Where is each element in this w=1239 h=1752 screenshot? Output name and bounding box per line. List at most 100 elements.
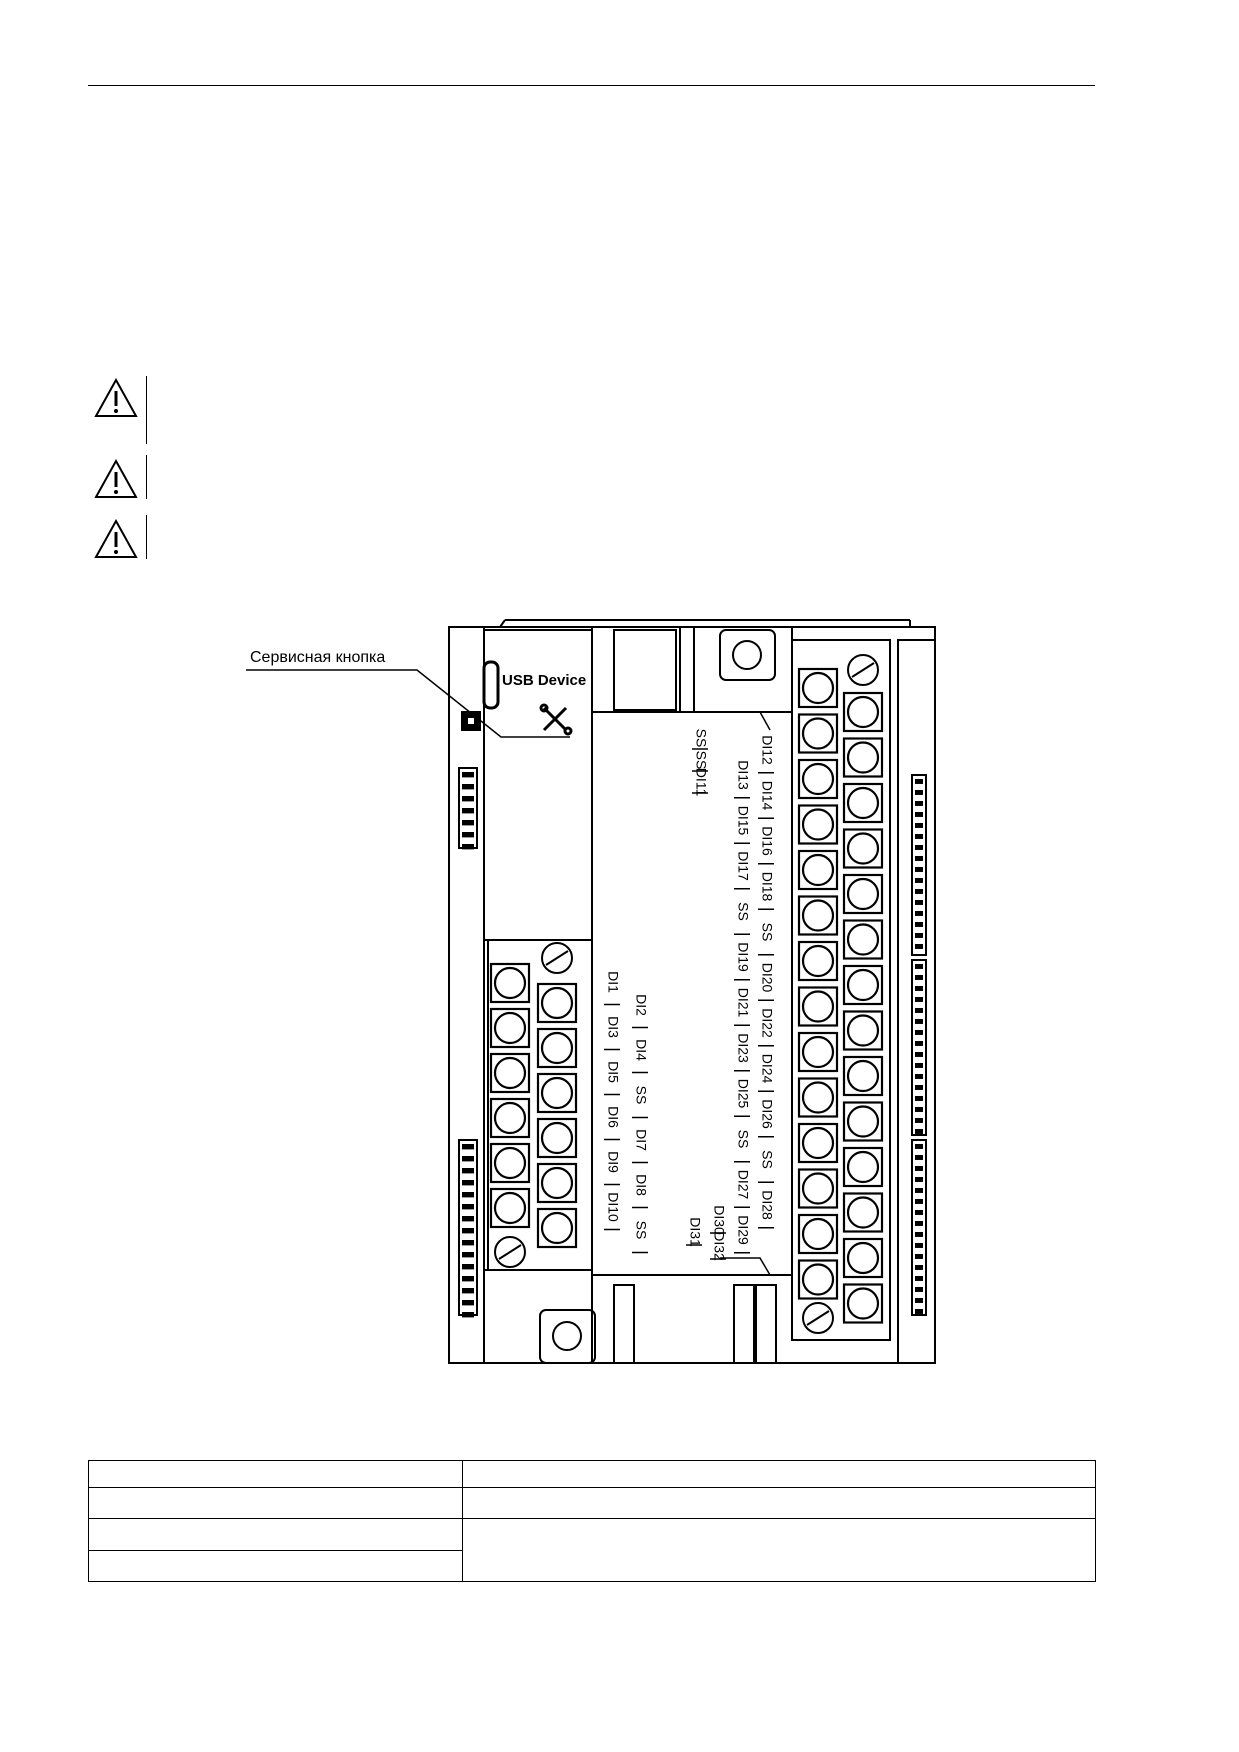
vent-slot xyxy=(462,820,474,826)
terminal-screw xyxy=(797,895,839,936)
terminal-screw xyxy=(489,1187,531,1229)
pin-label: DI24 xyxy=(759,1054,775,1084)
pin-label: DI21 xyxy=(735,988,751,1018)
terminal-screw xyxy=(797,849,839,891)
pin-label: SS xyxy=(633,1086,649,1105)
terminal-screw xyxy=(536,1117,578,1159)
vent-slot xyxy=(462,1228,474,1234)
vent-slot xyxy=(915,922,923,927)
vent-slot xyxy=(915,1221,923,1226)
pin-label: DI19 xyxy=(735,942,751,972)
warning-block-3 xyxy=(94,515,147,564)
terminal-screw xyxy=(842,1055,884,1097)
pin-label: DI27 xyxy=(735,1170,751,1200)
vent-slot xyxy=(915,1107,923,1112)
terminal-screw xyxy=(797,1122,839,1164)
vent-slot xyxy=(915,1063,923,1068)
vent-slot xyxy=(915,944,923,949)
terminal-screw xyxy=(842,737,884,778)
pin-label: DI12 xyxy=(759,735,775,765)
vent-slot xyxy=(915,867,923,872)
pin-label: DI13 xyxy=(735,760,751,790)
pin-label: DI25 xyxy=(735,1079,751,1109)
pin-label: SS xyxy=(693,751,709,770)
terminal-screw xyxy=(842,1237,884,1279)
vent-slot xyxy=(915,1298,923,1303)
terminal-screw xyxy=(489,1142,531,1184)
vent-slot xyxy=(462,1204,474,1210)
vent-slot xyxy=(915,823,923,828)
table-cell xyxy=(88,1550,463,1582)
warning-triangle-icon xyxy=(94,518,138,558)
terminal-screw xyxy=(842,1146,884,1188)
vent-slot xyxy=(915,878,923,883)
warning-block-2 xyxy=(94,455,147,504)
vent-slot xyxy=(915,1287,923,1292)
pin-label: DI22 xyxy=(759,1008,775,1038)
pin-label: DI29 xyxy=(735,1215,751,1245)
vent-slot xyxy=(915,856,923,861)
vent-slot xyxy=(915,1265,923,1270)
pin-label: DI2 xyxy=(633,994,649,1016)
terminal-screw xyxy=(536,1162,578,1204)
terminal-screw xyxy=(489,1052,531,1094)
pin-label: DI16 xyxy=(759,826,775,856)
vent-slot xyxy=(462,1300,474,1306)
pin-label: DI23 xyxy=(735,1033,751,1063)
vent-slot xyxy=(915,1052,923,1057)
terminal-screw xyxy=(489,962,531,1004)
vent-slot xyxy=(915,1199,923,1204)
vent-slot xyxy=(462,1156,474,1162)
vent-slot xyxy=(915,1074,923,1079)
terminal-screw xyxy=(536,982,578,1024)
vent-slot xyxy=(915,1041,923,1046)
pin-label: SS xyxy=(735,902,751,921)
vent-slot xyxy=(915,911,923,916)
terminal-screw xyxy=(797,1031,839,1073)
vent-slot xyxy=(915,1155,923,1160)
terminal-screw xyxy=(797,713,839,754)
service-button-callout: Сервисная кнопка xyxy=(250,649,385,666)
vent-slot xyxy=(462,1312,474,1318)
terminal-screw xyxy=(797,940,839,982)
vent-slot xyxy=(915,779,923,784)
pin-label: DI26 xyxy=(759,1099,775,1129)
vent-slot xyxy=(915,801,923,806)
vent-slot xyxy=(915,889,923,894)
vent-slot xyxy=(462,796,474,802)
info-table xyxy=(88,1460,1096,1582)
vent-slot xyxy=(915,1008,923,1013)
vent-slot xyxy=(462,784,474,790)
vent-slot xyxy=(915,1019,923,1024)
vent-slot xyxy=(915,1166,923,1171)
pin-label: SS xyxy=(759,1150,775,1169)
terminal-screw xyxy=(797,758,839,800)
terminal-screw xyxy=(842,1192,884,1233)
table-cell xyxy=(462,1518,1096,1582)
vent-slot xyxy=(915,1188,923,1193)
pin-label: SS xyxy=(693,729,709,748)
warning-block-1 xyxy=(94,376,147,444)
vent-slot xyxy=(915,1276,923,1281)
vent-slot xyxy=(462,1252,474,1258)
vent-slot xyxy=(462,832,474,838)
vent-slot xyxy=(915,1096,923,1101)
terminal-screw xyxy=(489,1007,531,1049)
usb-device-label: USB Device xyxy=(502,672,586,689)
terminal-screw xyxy=(536,1072,578,1114)
table-cell xyxy=(88,1460,463,1488)
vent-slot xyxy=(915,997,923,1002)
pin-label: DI8 xyxy=(633,1174,649,1196)
vent-slot xyxy=(462,1288,474,1294)
terminal-screw xyxy=(842,828,884,869)
pin-label: DI4 xyxy=(633,1039,649,1061)
terminal-screw xyxy=(797,804,839,845)
vent-slot xyxy=(915,790,923,795)
terminal-screw xyxy=(842,873,884,915)
pin-label: DI3 xyxy=(605,1016,621,1038)
table-cell xyxy=(88,1518,463,1551)
vent-slot xyxy=(462,1264,474,1270)
vent-slot xyxy=(915,845,923,850)
vent-slot xyxy=(915,986,923,991)
